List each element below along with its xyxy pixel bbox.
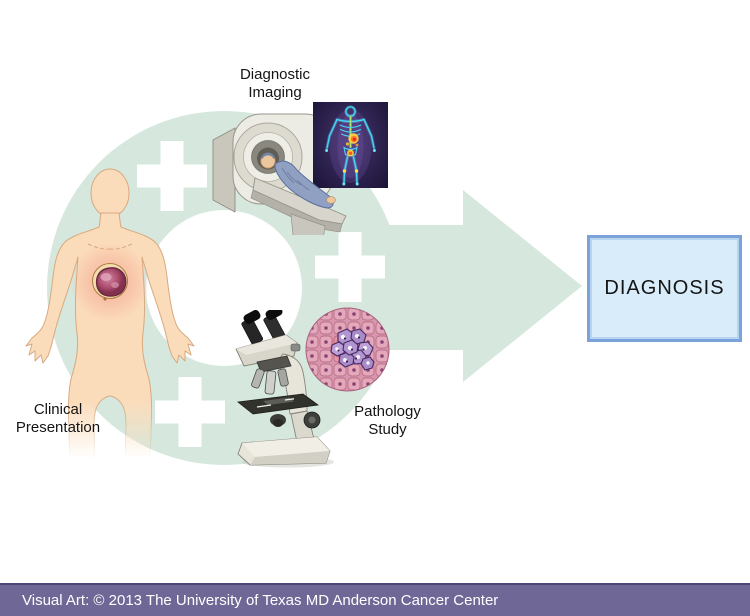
- scan-hotspots: [325, 133, 376, 186]
- label-line: Study: [368, 421, 407, 438]
- label-line: Presentation: [15, 419, 101, 436]
- gantry-side-bracket: [212, 127, 236, 213]
- bed-pedestal: [290, 213, 326, 235]
- head-housing-top: [236, 335, 297, 355]
- objectives: [251, 368, 289, 395]
- diagnostic-imaging-label: Diagnostic Imaging: [215, 66, 335, 102]
- patient-feet: [326, 196, 336, 204]
- blanket-folds: [281, 167, 310, 191]
- label-line: Imaging: [248, 84, 302, 101]
- label-line: Pathology: [354, 403, 421, 420]
- tumor-highlight: [111, 282, 119, 288]
- condenser-lens: [273, 419, 283, 427]
- diagnosis-label: DIAGNOSIS: [604, 277, 725, 299]
- plus-icon: [155, 377, 225, 447]
- arrow-head: [463, 190, 582, 382]
- bed-side: [250, 189, 343, 233]
- base-top: [242, 437, 330, 457]
- credit-bar: Visual Art: © 2013 The University of Tex…: [0, 583, 750, 616]
- label-line: Clinical: [33, 401, 83, 418]
- tumor-mass: [95, 267, 127, 297]
- clinical-presentation-label: Clinical Presentation: [2, 401, 114, 437]
- label-line: Diagnostic: [239, 66, 311, 83]
- pathology-study-label: Pathology Study: [330, 403, 445, 439]
- nuclear-scan-image: [313, 102, 388, 188]
- ct-bed-patient: [250, 152, 347, 235]
- diagnosis-result-box: DIAGNOSIS: [587, 235, 742, 342]
- tumor-cell-nuclei: [337, 336, 365, 363]
- tumor-highlight: [100, 273, 112, 281]
- patient-body-tumor-icon: [25, 168, 195, 466]
- plus-icon: [137, 141, 207, 211]
- head: [90, 168, 130, 218]
- patient-blanket: [274, 160, 334, 209]
- base-front: [250, 451, 330, 465]
- fine-focus-knob: [308, 416, 316, 424]
- tumor-cell-highlights: [335, 334, 370, 365]
- body-silhouette: [25, 212, 195, 466]
- navel: [103, 297, 107, 301]
- patient-cap: [261, 152, 275, 159]
- microscope-icon: [235, 310, 334, 468]
- histology-slide-icon: [305, 307, 390, 392]
- stage-glints: [256, 398, 295, 408]
- nuclear-scan-skeleton: [325, 105, 376, 186]
- plus-icon: [315, 232, 385, 302]
- credit-text: Visual Art: © 2013 The University of Tex…: [22, 592, 499, 609]
- stage: [237, 393, 320, 415]
- eyepieces: [241, 310, 286, 345]
- head-knob: [290, 343, 301, 352]
